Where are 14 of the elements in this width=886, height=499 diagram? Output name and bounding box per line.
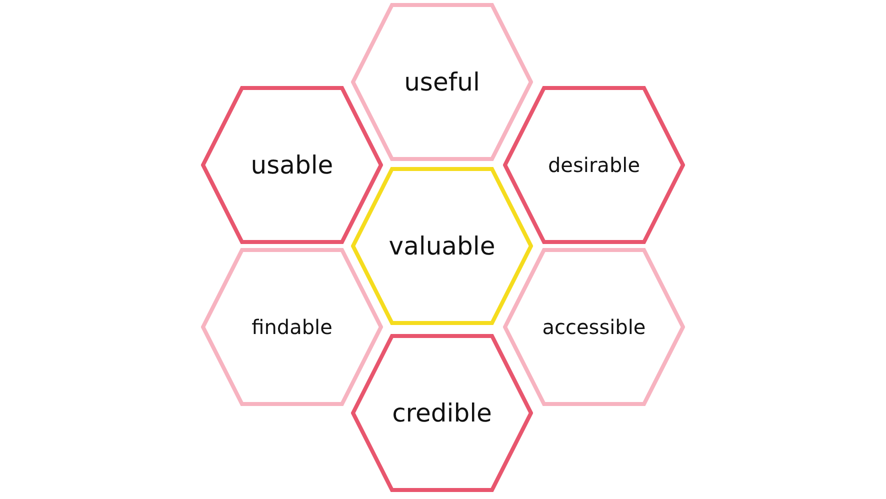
hexagon	[351, 3, 533, 161]
hexagon	[201, 248, 383, 406]
hexagon	[351, 334, 533, 492]
hexagon-label: desirable	[546, 153, 641, 177]
hexagon	[351, 167, 533, 325]
hexagon-label: usable	[250, 150, 334, 180]
hexagon-label: accessible	[541, 315, 647, 339]
hexagon-label: findable	[250, 315, 334, 339]
hexagon-label: useful	[403, 68, 481, 96]
hexagon	[503, 248, 685, 406]
hexagon	[201, 86, 383, 244]
hexagon	[503, 86, 685, 244]
hexagon-label: credible	[391, 398, 493, 428]
hexagon-label: valuable	[388, 232, 496, 260]
